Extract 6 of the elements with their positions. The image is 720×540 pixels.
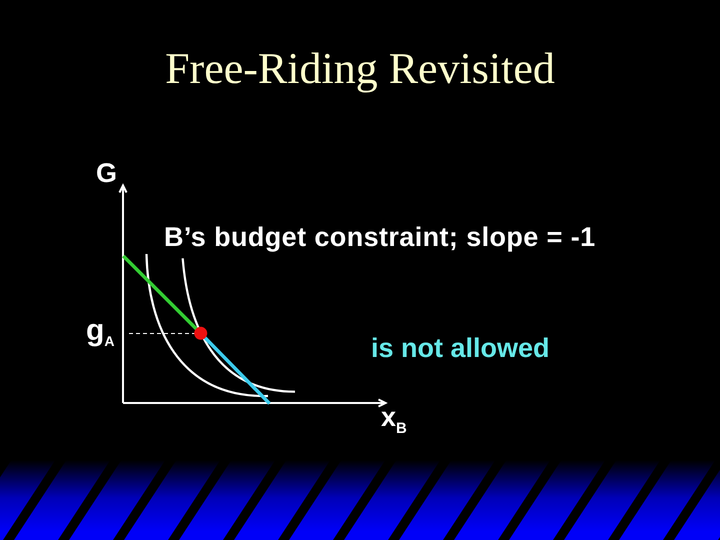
axis-tick-label: g$_{A}$ [86,316,114,350]
slide-title: Free-Riding Revisited [164,47,556,91]
annotation-text: B’s budget constraint; slope = -1 [164,224,596,251]
annotation-text: is not allowed [371,335,550,362]
axis-label: x$_{B}$ [381,407,407,436]
axis-label: G [96,160,118,187]
